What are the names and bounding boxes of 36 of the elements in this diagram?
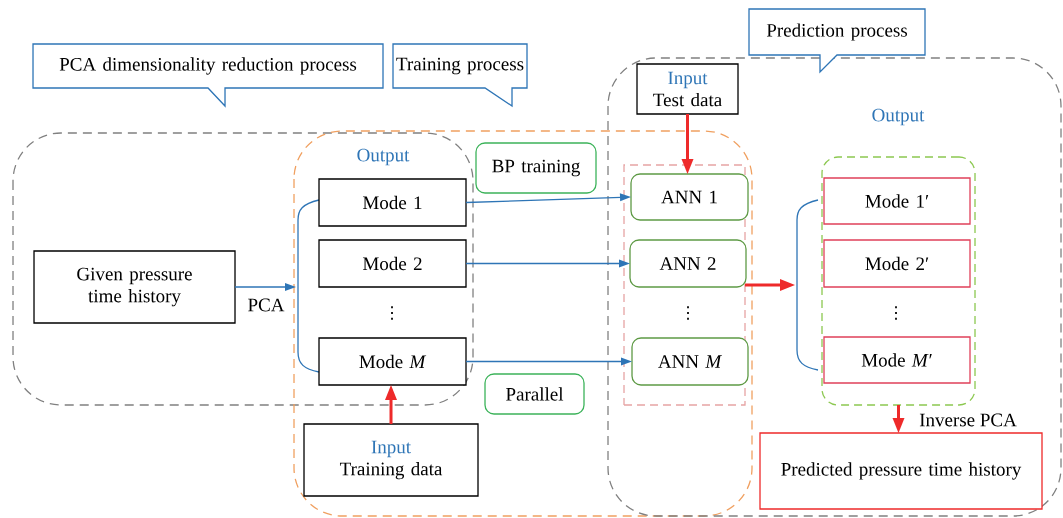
ellipsis: ⋮: [687, 306, 689, 320]
process-box: Mode M: [318, 337, 467, 386]
arrow: [892, 405, 905, 433]
output-label: Output: [357, 148, 410, 166]
arrow: [465, 259, 630, 268]
dashed-group-box: [821, 156, 976, 406]
arrow: [745, 279, 795, 291]
bracket: [297, 199, 320, 373]
process-box: Given pressure time history: [33, 250, 236, 324]
rounded-box: ANN 2: [629, 239, 747, 288]
process-box: Mode M′: [823, 336, 971, 384]
bracket: [796, 199, 819, 371]
ellipsis: ⋮: [895, 306, 897, 320]
rounded-box: Parallel: [484, 373, 585, 415]
process-box: Input Training data: [303, 423, 479, 497]
callout-box: Prediction process: [748, 8, 926, 74]
output-label: Output: [872, 108, 925, 126]
process-box: Mode 2′: [823, 239, 971, 288]
process-box: Mode 1: [318, 178, 467, 227]
edge-label: Inverse PCA: [918, 412, 1018, 428]
edge-label: PCA: [246, 297, 286, 313]
process-box: Predicted pressure time history: [759, 432, 1043, 510]
rounded-box: BP training: [475, 142, 597, 194]
arrow: [465, 193, 631, 204]
callout-box: PCA dimensionality reduction process: [32, 43, 384, 108]
process-box: Mode 1′: [823, 177, 971, 225]
callout-box: Training process: [392, 43, 528, 108]
rounded-box: ANN M: [631, 337, 749, 386]
process-box: Mode 2: [318, 239, 467, 288]
arrow: [234, 283, 296, 291]
arrow: [385, 385, 397, 424]
process-box: Input Test data: [636, 63, 739, 115]
arrow: [465, 357, 632, 366]
rounded-box: ANN 1: [630, 173, 749, 221]
ellipsis: ⋮: [391, 306, 393, 320]
arrow: [681, 114, 694, 174]
